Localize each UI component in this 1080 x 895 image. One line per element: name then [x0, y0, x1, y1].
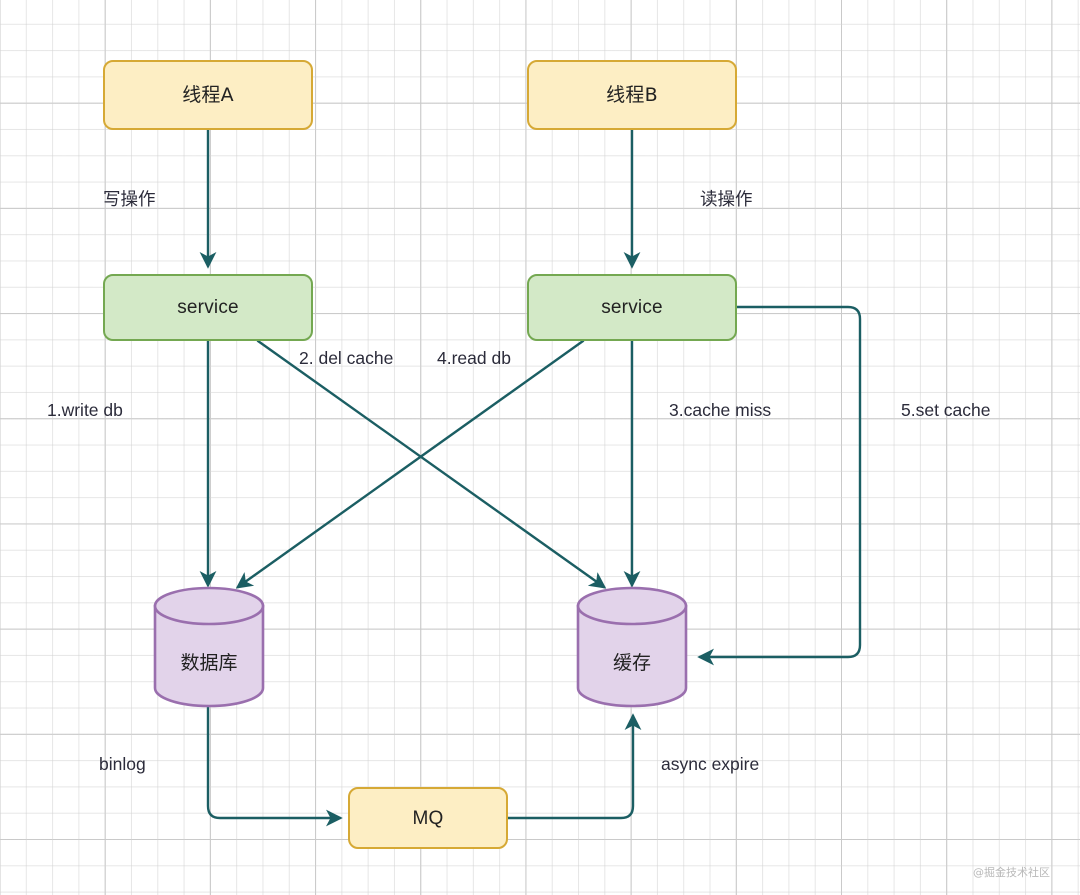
node-service-b-label: service	[601, 297, 663, 318]
node-thread-a-label: 线程A	[182, 83, 234, 106]
edge-service-b-to-database	[235, 339, 585, 589]
node-thread-a[interactable]: 线程A	[103, 60, 313, 130]
node-database-label: 数据库	[180, 652, 238, 674]
node-cache[interactable]: 缓存	[578, 588, 686, 706]
edge-label-binlog: binlog	[99, 754, 146, 774]
edge-label-async-expire: async expire	[661, 754, 760, 774]
edge-label-write-op: 写操作	[103, 190, 156, 210]
edge-service-b-to-cache-set	[697, 305, 862, 666]
edge-database-to-mq	[206, 704, 343, 827]
watermark: @掘金技术社区	[973, 866, 1050, 879]
node-service-a[interactable]: service	[103, 274, 313, 341]
edge-mq-to-cache	[506, 713, 642, 820]
edge-label-step-1: 1.write db	[47, 400, 123, 420]
node-thread-b[interactable]: 线程B	[527, 60, 737, 130]
edge-label-step-3: 3.cache miss	[669, 400, 772, 420]
node-cache-label: 缓存	[612, 652, 651, 674]
edge-label-step-5: 5.set cache	[901, 400, 991, 420]
edge-label-step-2: 2. del cache	[299, 348, 394, 368]
node-database[interactable]: 数据库	[155, 588, 263, 706]
node-mq[interactable]: MQ	[348, 787, 508, 849]
node-service-a-label: service	[177, 297, 239, 318]
node-mq-label: MQ	[412, 807, 444, 829]
edge-label-step-4: 4.read db	[437, 348, 511, 368]
node-thread-b-label: 线程B	[606, 83, 658, 106]
node-service-b[interactable]: service	[527, 274, 737, 341]
edge-service-a-to-cache	[256, 339, 607, 589]
edge-label-read-op: 读操作	[700, 190, 753, 210]
